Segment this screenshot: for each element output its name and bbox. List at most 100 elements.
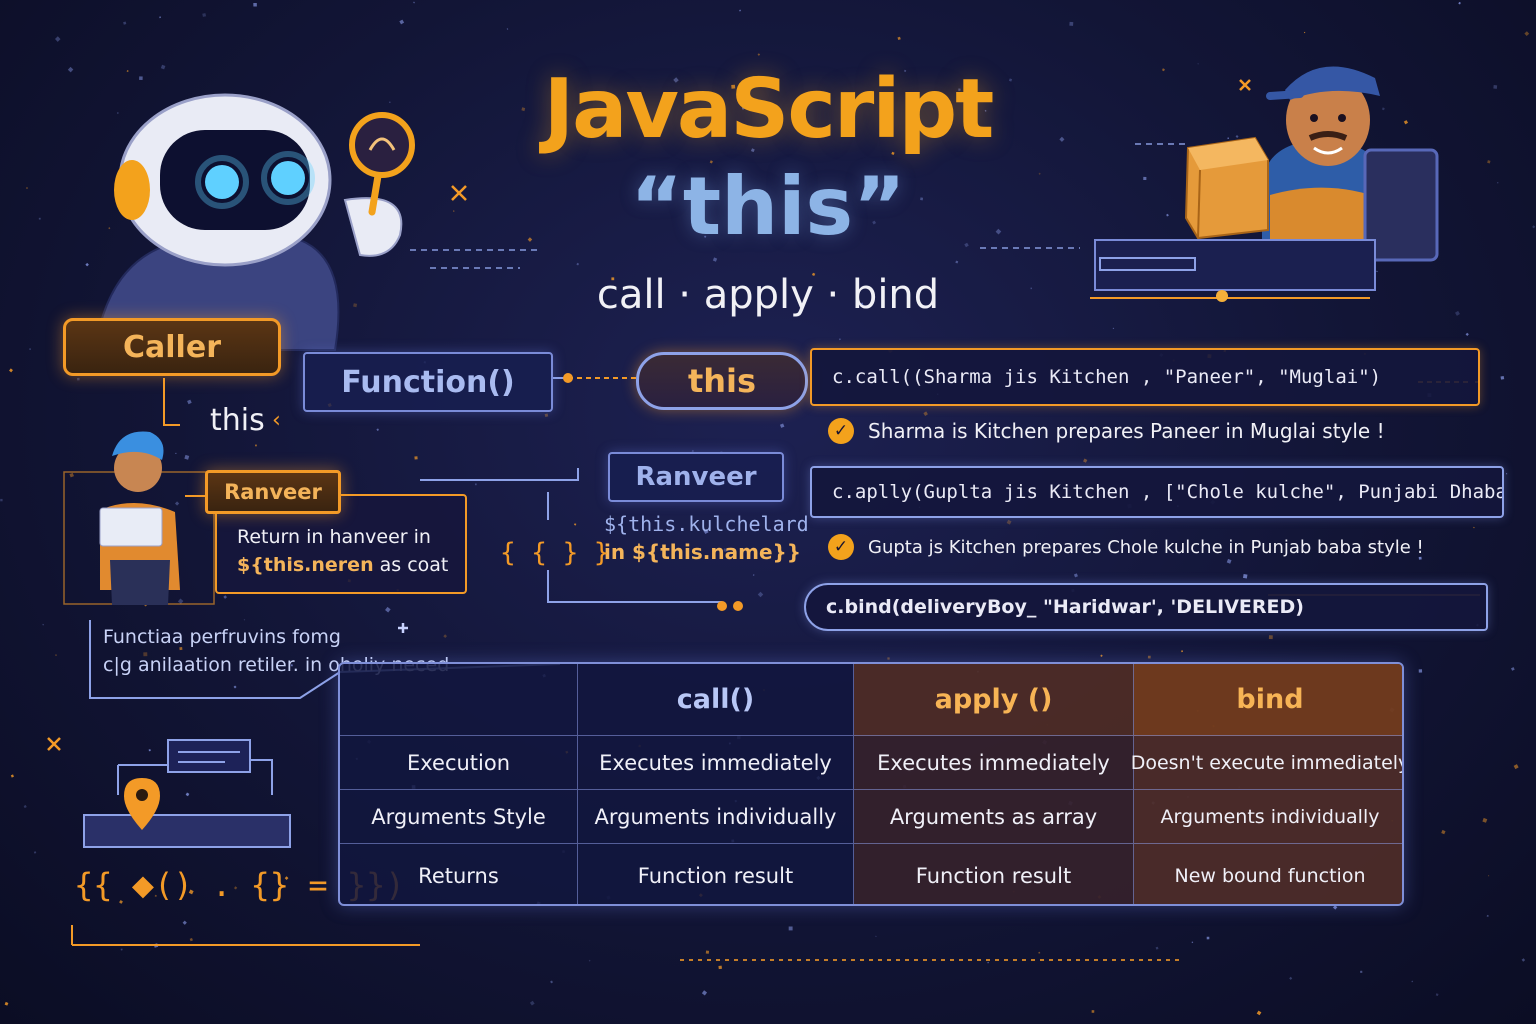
star-particle [1197,63,1199,65]
table-cell-apply: Arguments as array [854,790,1134,844]
star-particle [0,498,3,502]
star-particle [1493,85,1498,89]
star-particle [703,235,707,238]
star-particle [1458,1,1461,5]
table-header-bind: bind [1134,664,1402,736]
star-particle [1418,669,1423,673]
laptop-icon [1094,148,1439,291]
star-particle [1403,120,1409,125]
star-particle [1069,21,1074,26]
star-particle [1091,1010,1095,1013]
star-particle [757,53,761,56]
star-particle [709,160,713,164]
star-particle [639,126,643,130]
star-particle [984,109,987,112]
star-particle [177,598,184,604]
star-particle [123,21,127,25]
star-particle [185,792,190,797]
star-particle [1496,182,1499,184]
star-particle [55,654,57,656]
ranveer-label: Ranveer [205,470,341,514]
function-box: Function() [303,352,553,412]
call-result-text: Sharma is Kitchen prepares Paneer in Mug… [868,419,1385,443]
star-particle [1112,327,1115,330]
star-particle [588,959,591,962]
star-particle [1304,31,1306,34]
star-particle [811,272,816,277]
star-particle [143,652,148,657]
star-particle [1227,137,1230,140]
star-particle [838,338,841,341]
table-corner-cell [340,664,578,736]
star-particle [42,623,45,626]
star-particle [691,449,694,453]
star-particle [389,101,391,104]
star-particle [234,886,238,890]
star-particle [159,16,162,19]
star-particle [233,685,237,689]
star-particle [160,64,166,70]
star-particle [189,938,193,942]
star-particle [1381,107,1385,111]
call-example-result: ✓ Sharma is Kitchen prepares Paneer in M… [828,418,1385,444]
star-particle [1191,941,1194,944]
ranveer-card-rest: as coat [379,554,449,576]
star-particle [1235,134,1239,138]
note-line-1: Functiaa perfruvins fomg [103,626,341,648]
star-particle [1073,573,1078,578]
star-particle [1161,68,1165,72]
star-particle [1038,172,1041,175]
star-particle [243,618,246,621]
this-node: this [636,352,808,410]
star-particle [253,2,257,7]
star-particle [1360,970,1363,973]
star-particle [202,13,207,17]
star-particle [673,77,679,83]
star-particle [1435,993,1439,997]
ranveer-card-line-2: ${this.neren as coat [237,554,448,576]
star-particle [1473,526,1475,529]
star-particle [576,262,580,266]
star-particle [179,647,183,651]
star-particle [779,423,785,428]
star-particle [353,303,358,308]
star-particle [1038,951,1041,954]
star-particle [741,106,745,110]
star-particle [573,523,577,526]
table-cell-row-label: Execution [340,736,578,790]
star-particle [187,399,192,405]
star-particle [750,148,755,153]
star-particle [529,1000,535,1006]
star-particle [920,197,924,201]
star-particle [85,262,89,267]
star-particle [875,935,877,938]
star-particle [1100,654,1103,657]
star-particle [712,257,718,262]
star-particle [385,606,391,613]
star-particle [1521,958,1526,962]
ranveer-card-line-1: Return in hanveer in [237,526,431,548]
table-cell-bind: Arguments individually [1134,790,1402,844]
delivery-boy-icon [1262,66,1395,250]
call-example-code: c.call((Sharma jis Kitchen , "Paneer", "… [810,348,1480,406]
star-particle [69,472,74,478]
star-particle [54,36,61,42]
table-cell-call: Executes immediately [578,736,854,790]
star-particle [1289,976,1293,980]
apply-example-result: ✓ Gupta js Kitchen prepares Chole kulche… [828,534,1424,560]
package-icon [1184,136,1269,240]
star-particle [964,242,969,248]
check-icon: ✓ [828,534,854,560]
star-particle [521,107,526,112]
star-particle [987,961,990,964]
star-particle [414,456,418,460]
star-particle [1418,556,1422,560]
star-particle [718,299,724,305]
ranveer-avatar-icon [63,431,215,605]
star-particle [33,851,37,854]
star-particle [1511,667,1515,671]
star-particle [788,926,793,931]
star-particle [120,948,123,951]
caller-box: Caller [63,318,281,376]
